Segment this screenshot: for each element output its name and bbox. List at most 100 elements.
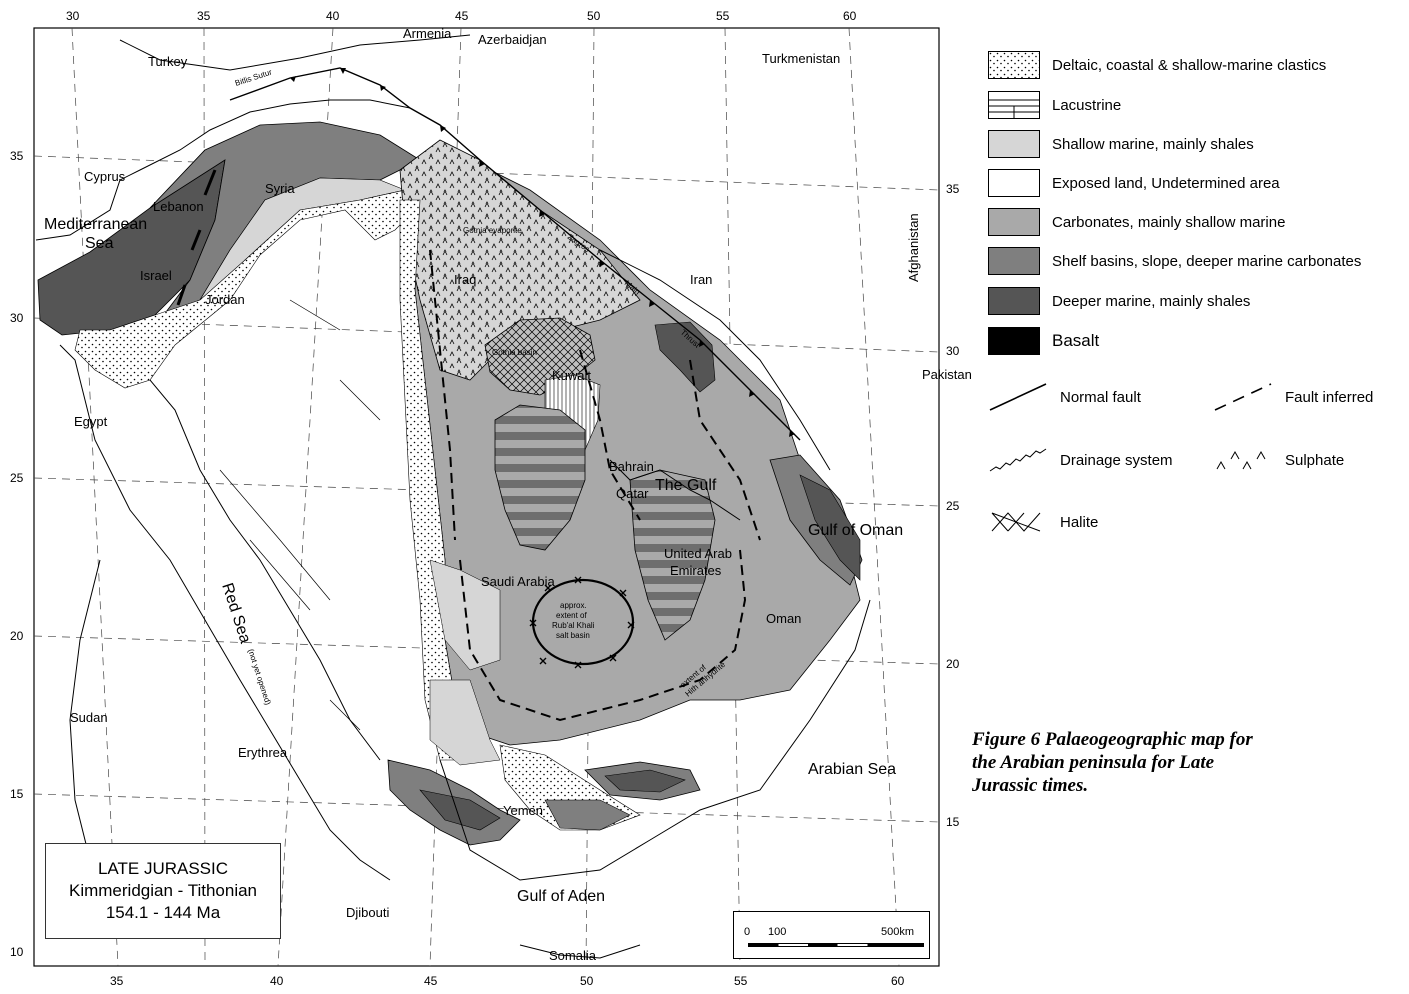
coastlines (35, 34, 871, 959)
label-iraq: Iraq (454, 272, 476, 287)
label-yemen: Yemen (503, 803, 543, 818)
legend-label: Carbonates, mainly shallow marine (1052, 213, 1286, 231)
label-oman: Oman (766, 611, 801, 626)
label-sea: Sea (85, 235, 114, 252)
tick-top: 60 (843, 9, 857, 23)
label-uae-2: Emirates (670, 563, 722, 578)
yemen-carbonate (544, 799, 631, 831)
tick-bottom: 60 (891, 974, 905, 988)
label-azerbaidjan: Azerbaidjan (478, 32, 547, 47)
levant-rift (176, 169, 217, 306)
fault-inferred-icon (1214, 383, 1272, 411)
label-turkmenistan: Turkmenistan (762, 51, 840, 66)
label-iran: Iran (690, 272, 712, 287)
label-approx-1: approx. (560, 601, 587, 610)
tick-bottom: 35 (110, 974, 124, 988)
tick-top: 35 (197, 9, 211, 23)
label-sudan: Sudan (70, 710, 108, 725)
label-uae-1: United Arab (664, 546, 732, 561)
scale-bar-box: 0 100 500km (733, 911, 930, 959)
intrashelf-basin-west (494, 404, 586, 551)
caption-line-2: the Arabian peninsula for Late (972, 752, 1215, 773)
fault-lines (219, 299, 381, 731)
legend-item-carbonates: Carbonates, mainly shallow marine (988, 207, 1285, 237)
caption-line-1: Figure 6 Palaeogeographic map for (972, 729, 1253, 750)
legend-label: Exposed land, Undetermined area (1052, 174, 1280, 192)
label-the-gulf: The Gulf (655, 477, 717, 494)
title-line-1: LATE JURASSIC (97, 859, 229, 878)
label-somalia: Somalia (549, 948, 597, 963)
legend-item-shallow-shales: Shallow marine, mainly shales (988, 129, 1254, 159)
legend-item-shelf-basins: Shelf basins, slope, deeper marine carbo… (988, 246, 1361, 276)
figure-caption: Figure 6 Palaeogeographic map for the Ar… (972, 728, 1336, 797)
tick-bottom: 50 (580, 974, 594, 988)
scale-zero: 0 (744, 926, 751, 938)
label-armenia: Armenia (403, 26, 452, 41)
label-saudi-arabia: Saudi Arabia (481, 574, 555, 589)
tick-top: 30 (66, 9, 80, 23)
tick-right: 25 (946, 499, 960, 513)
tick-top: 55 (716, 9, 730, 23)
label-djibouti: Djibouti (346, 905, 389, 920)
label-gulf-of-aden: Gulf of Aden (517, 888, 605, 905)
tick-left: 30 (10, 311, 24, 325)
label-lebanon: Lebanon (153, 199, 204, 214)
title-line-3: 154.1 - 144 Ma (105, 903, 221, 922)
label-bahrain: Bahrain (609, 459, 654, 474)
hadhramaut-deep (604, 769, 686, 793)
label-erythrea: Erythrea (238, 745, 288, 760)
legend-label: Basalt (1052, 331, 1100, 350)
tick-bottom: 45 (424, 974, 438, 988)
halite-basin (484, 317, 596, 396)
legend-symbol-normal-fault: Normal fault (988, 382, 1141, 412)
legend-symbol-label: Halite (1060, 513, 1099, 531)
tick-right: 30 (946, 344, 960, 358)
legend-item-clastics: Deltaic, coastal & shallow-marine clasti… (988, 50, 1326, 80)
tick-labels: 30 35 40 45 50 55 60 35 40 45 50 55 60 3… (10, 9, 960, 988)
legend-label: Deeper marine, mainly shales (1052, 292, 1251, 310)
legend-label: Deltaic, coastal & shallow-marine clasti… (1052, 56, 1327, 74)
label-gotnia-evaporite: Gotnia evaporite (463, 226, 522, 235)
tick-top: 50 (587, 9, 601, 23)
legend-symbol-sulphate: Sulphate (1213, 445, 1344, 475)
label-israel: Israel (140, 268, 172, 283)
label-gotnia-basin: Gotnia basin (492, 348, 537, 357)
tick-bottom: 40 (270, 974, 284, 988)
legend-symbol-label: Drainage system (1060, 451, 1173, 469)
label-turkey: Turkey (148, 54, 188, 69)
legend-item-basalt: Basalt (988, 326, 1099, 356)
label-kuwait: Kuwait (552, 368, 591, 383)
legend-symbol-halite: Halite (988, 507, 1098, 537)
tick-right: 35 (946, 182, 960, 196)
tick-top: 40 (326, 9, 340, 23)
legend-symbol-label: Fault inferred (1285, 388, 1374, 406)
legend-symbol-label: Sulphate (1285, 451, 1345, 469)
legend-label: Lacustrine (1052, 96, 1122, 114)
scale-bar (748, 943, 924, 947)
tick-left: 10 (10, 945, 24, 959)
drainage-icon (989, 448, 1047, 472)
tick-right: 20 (946, 657, 960, 671)
intrashelf-basin-east (629, 469, 716, 641)
facies-boundaries (429, 249, 761, 722)
legend-symbol-drainage: Drainage system (988, 445, 1173, 475)
label-gulf-of-oman: Gulf of Oman (808, 522, 903, 539)
oman-deep-basin (799, 474, 861, 581)
legend-label: Shelf basins, slope, deeper marine carbo… (1052, 252, 1362, 270)
label-approx-2: extent of (556, 611, 587, 620)
legend-label: Shallow marine, mainly shales (1052, 135, 1254, 153)
label-arabian-sea: Arabian Sea (808, 761, 896, 778)
legend-symbol-fault-inferred: Fault inferred (1213, 382, 1373, 412)
title-line-2: Kimmeridgian - Tithonian (68, 881, 258, 900)
label-syria: Syria (265, 181, 295, 196)
swatch-lacustrine (988, 91, 1040, 119)
label-approx-4: salt basin (556, 631, 590, 640)
label-cyprus: Cyprus (84, 169, 126, 184)
tick-bottom: 55 (734, 974, 748, 988)
swatch-light-grey (988, 130, 1040, 158)
map-title-box: LATE JURASSIC Kimmeridgian - Tithonian 1… (45, 843, 281, 939)
legend-symbol-label: Normal fault (1060, 388, 1141, 406)
tick-left: 35 (10, 149, 24, 163)
tick-right: 15 (946, 815, 960, 829)
tick-left: 15 (10, 787, 24, 801)
